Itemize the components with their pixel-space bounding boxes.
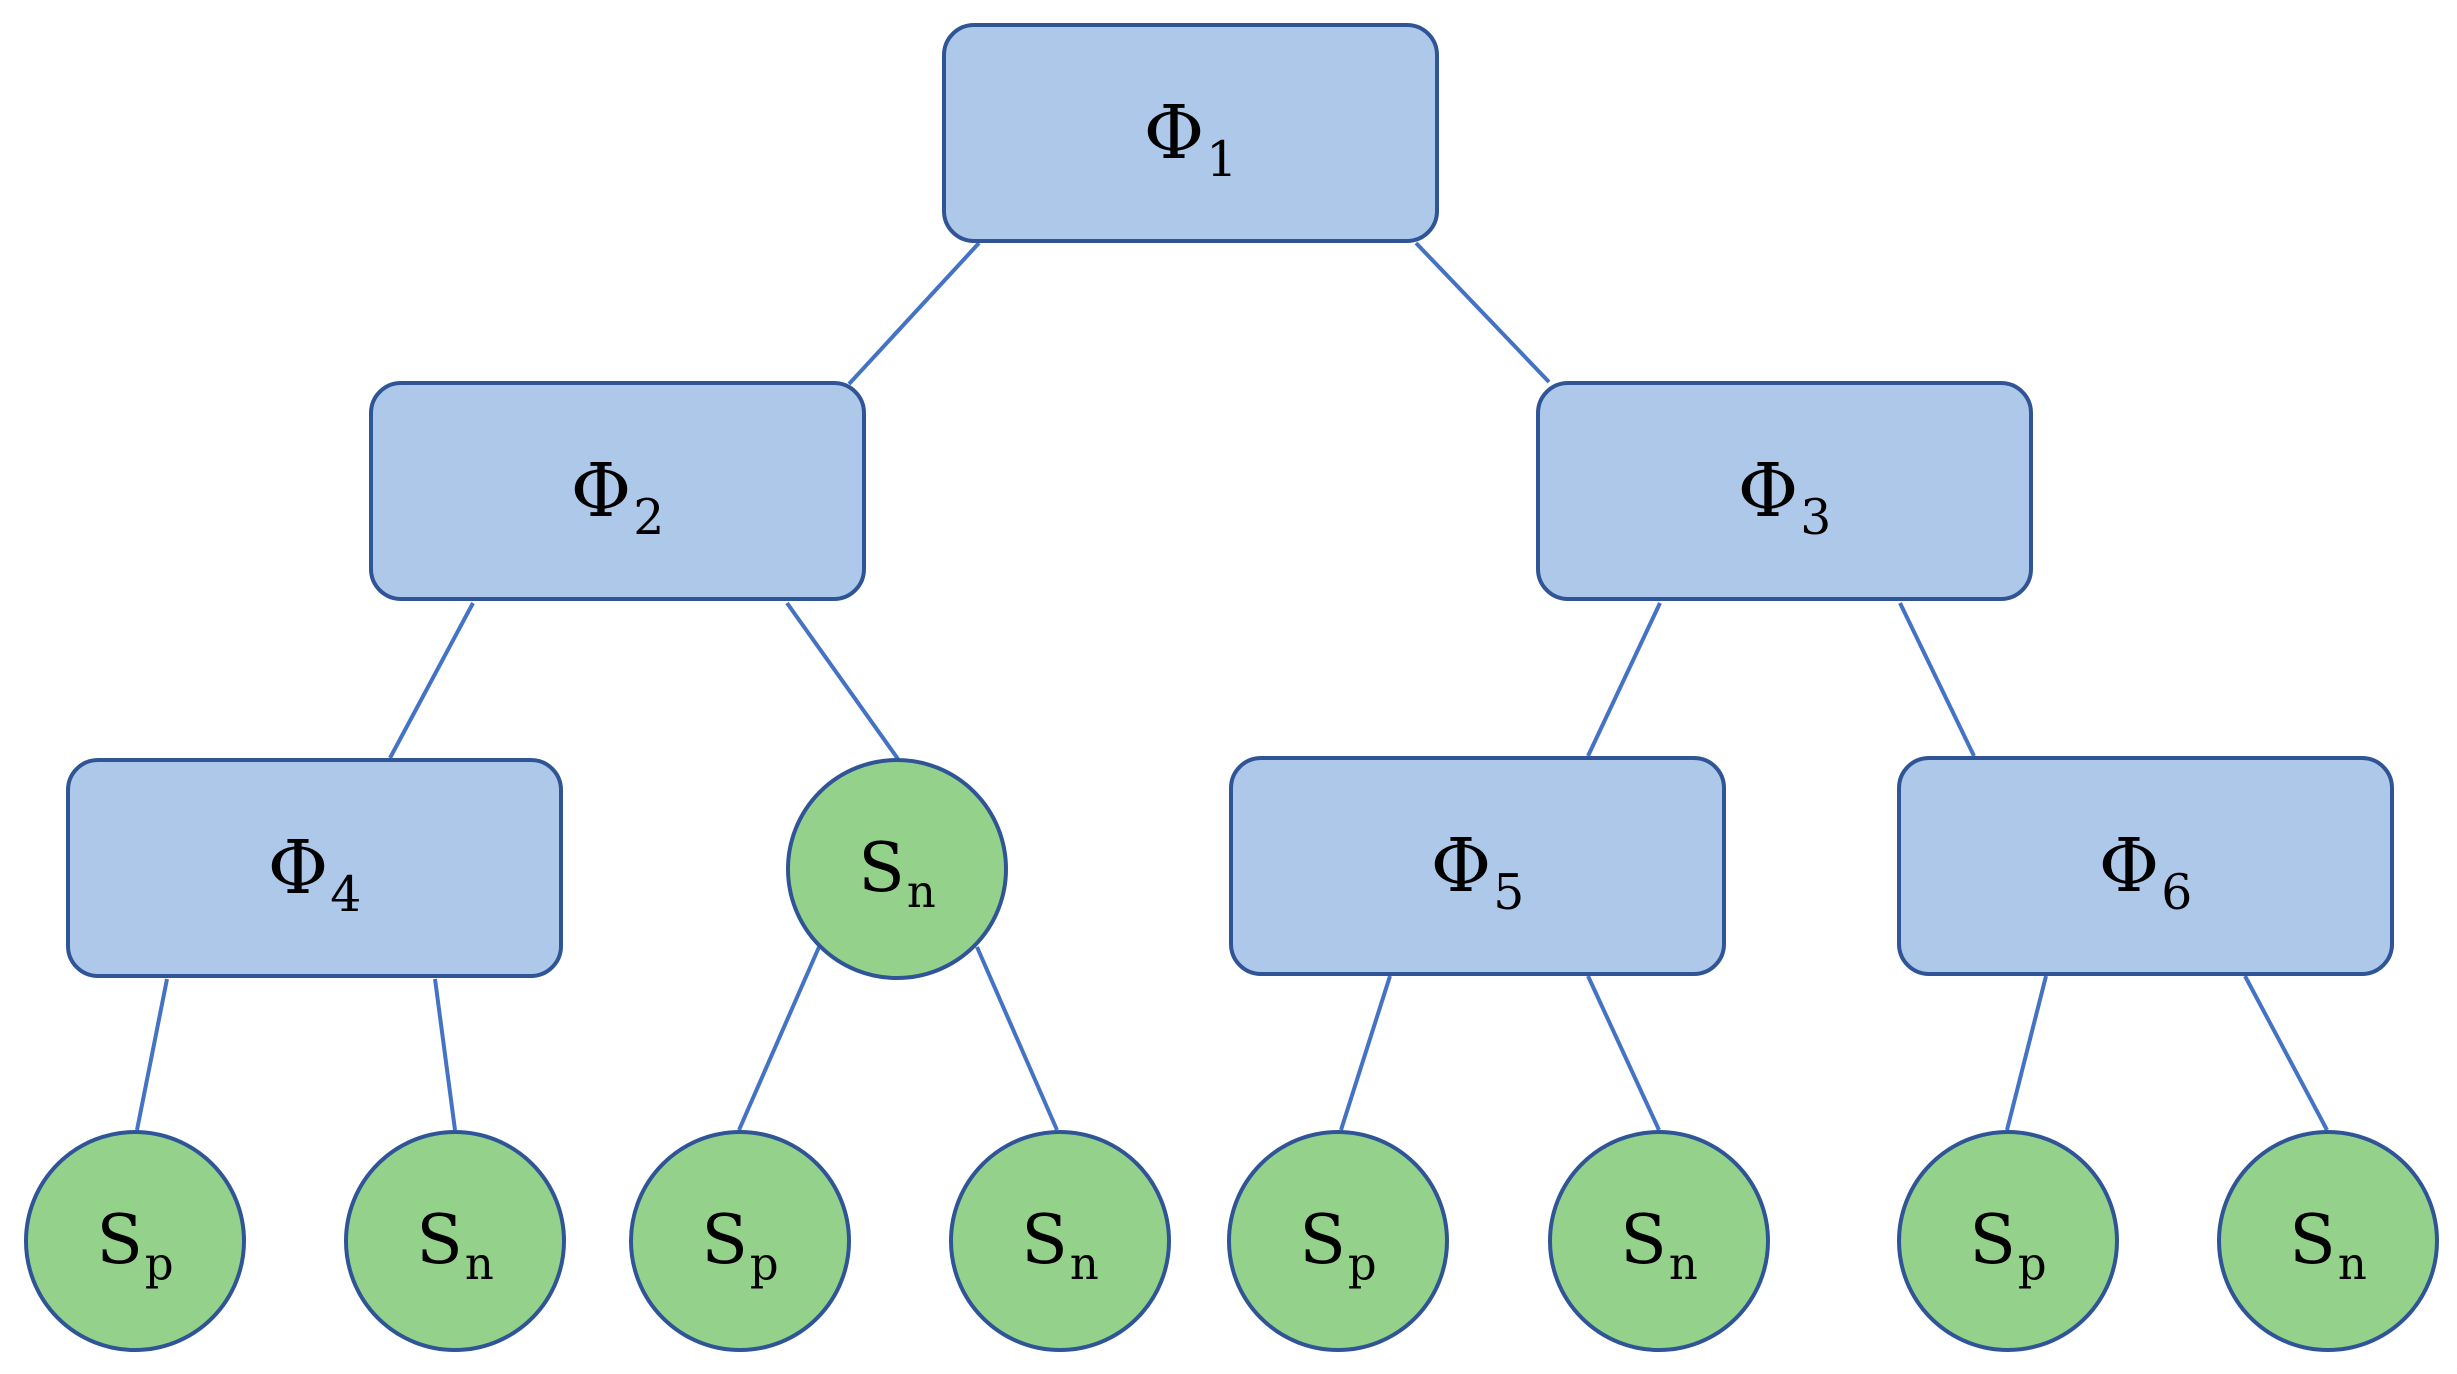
phi5-node: Φ5 xyxy=(1229,756,1726,976)
phi1-label: Φ1 xyxy=(1143,90,1238,188)
leaf-sp-7-label: Sp xyxy=(1969,1201,2047,1291)
edge-snmid-leaf3 xyxy=(737,946,821,1131)
phi5-label: Φ5 xyxy=(1430,823,1525,921)
phi6-node: Φ6 xyxy=(1897,756,2394,976)
leaf-sn-2: Sn xyxy=(344,1130,566,1352)
edge-phi1-phi2 xyxy=(847,241,981,386)
edge-phi6-leaf7 xyxy=(2005,975,2048,1131)
phi4-label: Φ4 xyxy=(267,825,362,923)
sn-mid-node: Sn xyxy=(786,758,1008,980)
leaf-sp-3: Sp xyxy=(629,1130,851,1352)
edge-phi2-snmid xyxy=(785,601,900,761)
leaf-sn-2-label: Sn xyxy=(416,1201,494,1291)
phi3-node: Φ3 xyxy=(1536,381,2033,601)
edge-phi3-phi5 xyxy=(1586,602,1662,757)
edge-phi2-phi4 xyxy=(388,602,475,759)
edge-phi4-leaf1 xyxy=(135,978,169,1131)
leaf-sn-8: Sn xyxy=(2217,1130,2439,1352)
sn-mid-label: Sn xyxy=(858,829,936,919)
leaf-sp-5: Sp xyxy=(1227,1130,1449,1352)
leaf-sn-8-label: Sn xyxy=(2289,1201,2367,1291)
edge-phi4-leaf2 xyxy=(433,978,457,1131)
edge-phi5-leaf6 xyxy=(1586,975,1661,1131)
phi1-node: Φ1 xyxy=(942,23,1439,243)
phi6-label: Φ6 xyxy=(2098,823,2193,921)
phi2-node: Φ2 xyxy=(369,381,866,601)
edge-snmid-leaf4 xyxy=(975,946,1059,1131)
leaf-sn-4-label: Sn xyxy=(1021,1201,1099,1291)
edge-phi1-phi3 xyxy=(1414,241,1551,384)
leaf-sp-1-label: Sp xyxy=(96,1201,174,1291)
phi4-node: Φ4 xyxy=(66,758,563,978)
leaf-sp-5-label: Sp xyxy=(1299,1201,1377,1291)
leaf-sp-1: Sp xyxy=(24,1130,246,1352)
edge-phi6-leaf8 xyxy=(2243,975,2329,1131)
phi2-label: Φ2 xyxy=(570,448,665,546)
leaf-sp-3-label: Sp xyxy=(701,1201,779,1291)
edge-phi5-leaf5 xyxy=(1339,975,1392,1131)
edge-phi3-phi6 xyxy=(1898,602,1976,757)
phi3-label: Φ3 xyxy=(1737,448,1832,546)
leaf-sn-4: Sn xyxy=(949,1130,1171,1352)
leaf-sn-6: Sn xyxy=(1548,1130,1770,1352)
leaf-sp-7: Sp xyxy=(1897,1130,2119,1352)
leaf-sn-6-label: Sn xyxy=(1620,1201,1698,1291)
